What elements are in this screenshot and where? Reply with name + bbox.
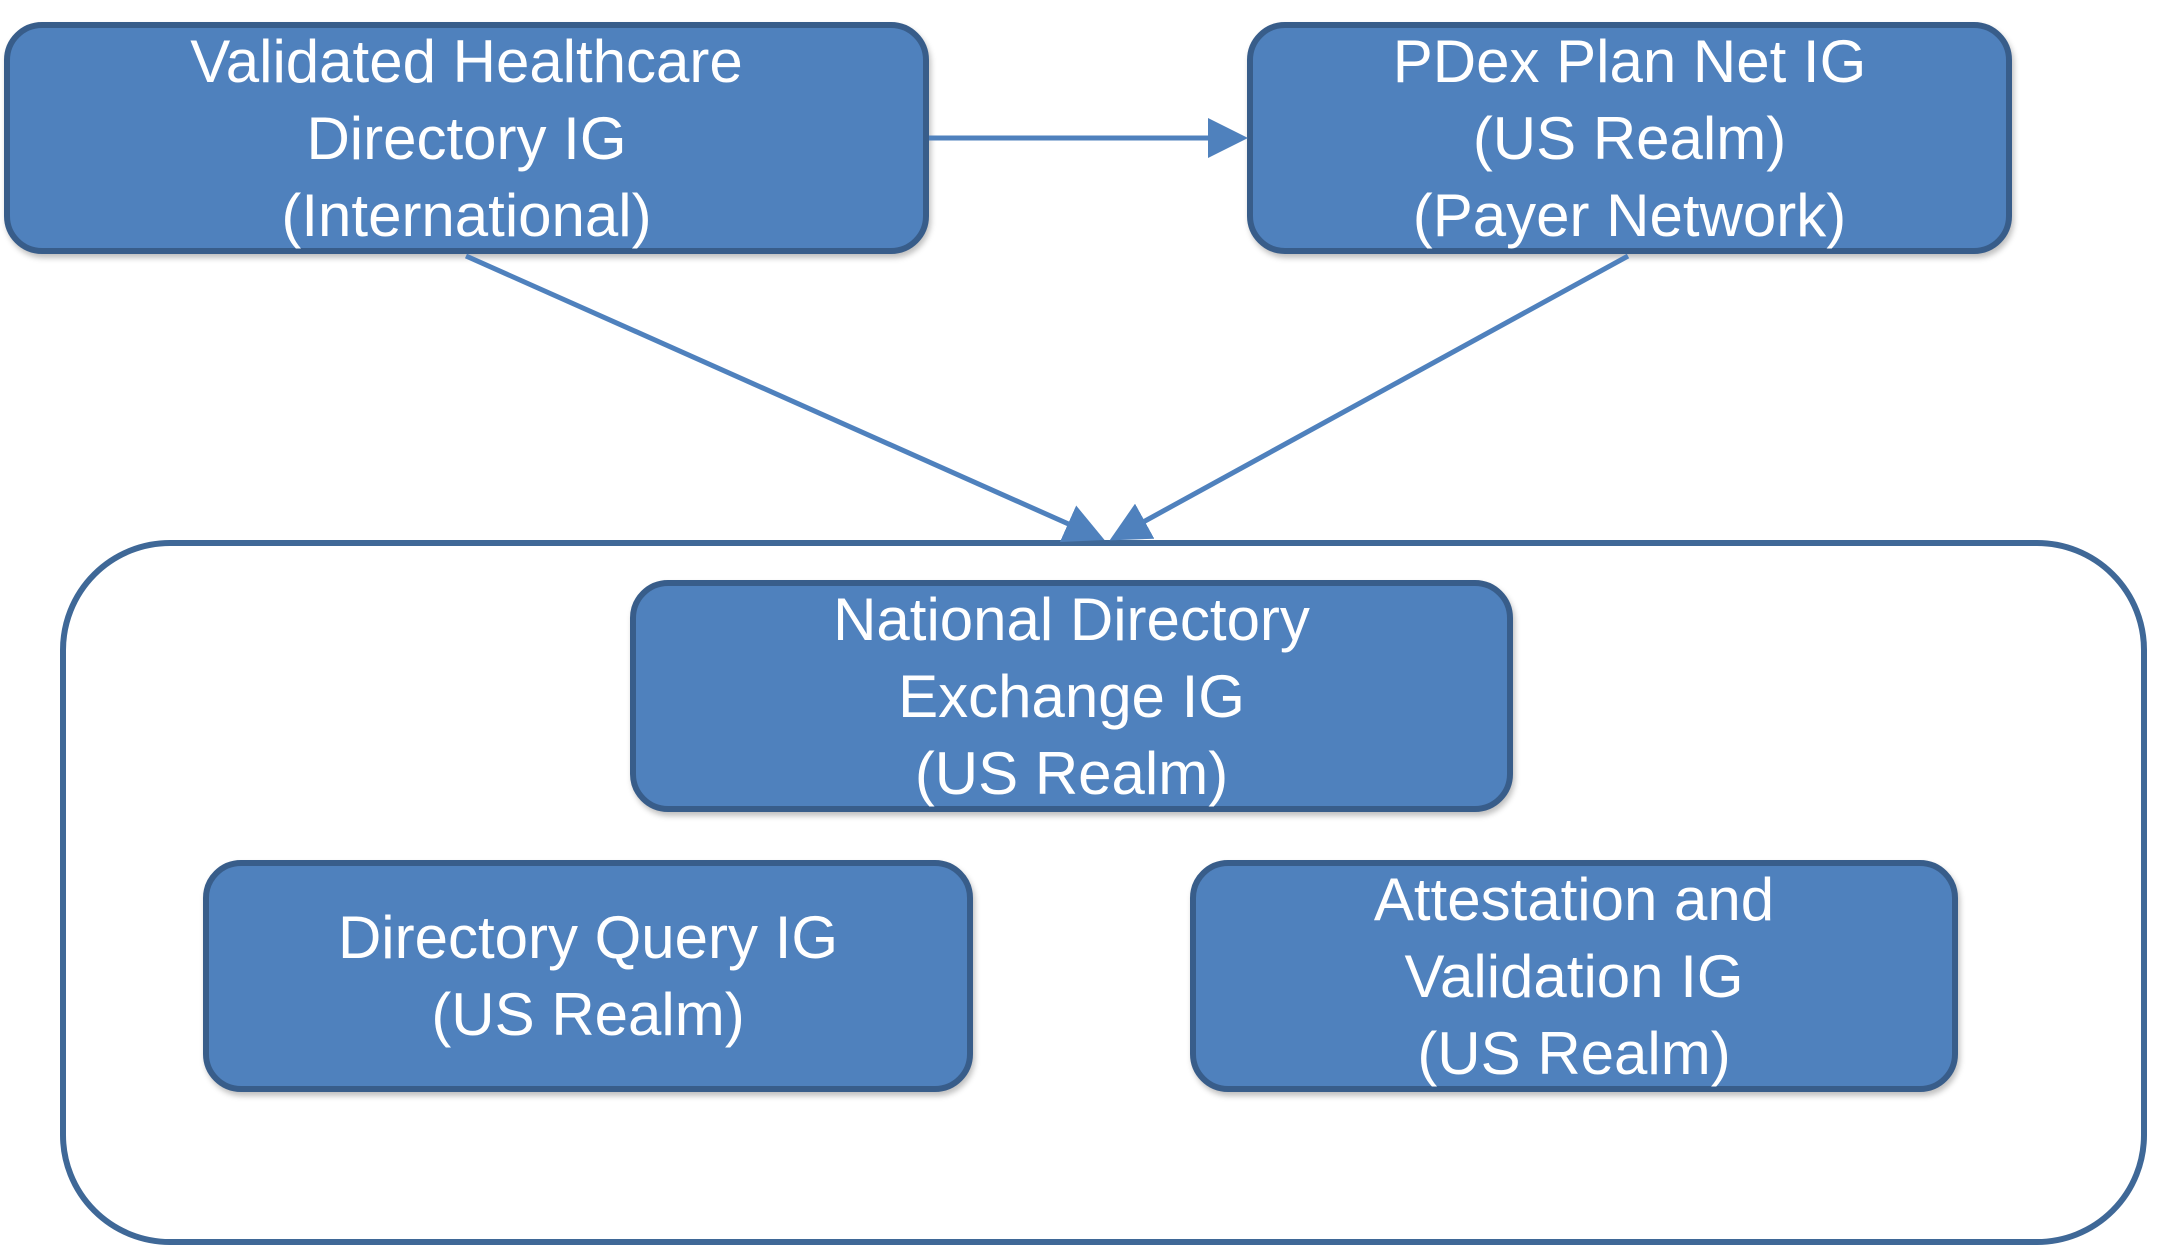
node-label-line: Exchange IG [898, 662, 1245, 730]
node-label-line: National Directory [833, 585, 1310, 653]
node-validated-healthcare-directory: Validated Healthcare Directory IG (Inter… [4, 22, 929, 254]
node-label-line: (US Realm) [1472, 104, 1787, 172]
node-directory-query: Directory Query IG (US Realm) [203, 860, 973, 1092]
node-label-line: Attestation and [1373, 865, 1775, 933]
node-label-line: (Payer Network) [1412, 181, 1847, 249]
arrow-pdex-to-ndh [1109, 253, 1630, 541]
node-label-line: (International) [281, 181, 652, 249]
node-label-line: Directory Query IG [337, 904, 839, 971]
node-label-line: PDex Plan Net IG [1392, 27, 1867, 95]
node-label-line: Directory IG [306, 104, 627, 172]
arrow-vhdir-to-ndh [464, 253, 1105, 543]
node-label-line: Validation IG [1404, 942, 1744, 1010]
node-pdex-plan-net: PDex Plan Net IG (US Realm) (Payer Netwo… [1247, 22, 2012, 254]
node-label-line: (US Realm) [914, 739, 1229, 807]
node-attestation-validation: Attestation and Validation IG (US Realm) [1190, 860, 1958, 1092]
node-label-line: (US Realm) [1417, 1019, 1731, 1087]
node-label-line: Validated Healthcare [190, 27, 743, 95]
node-label-line: (US Realm) [431, 981, 745, 1048]
node-national-directory-exchange: National Directory Exchange IG (US Realm… [630, 580, 1513, 812]
